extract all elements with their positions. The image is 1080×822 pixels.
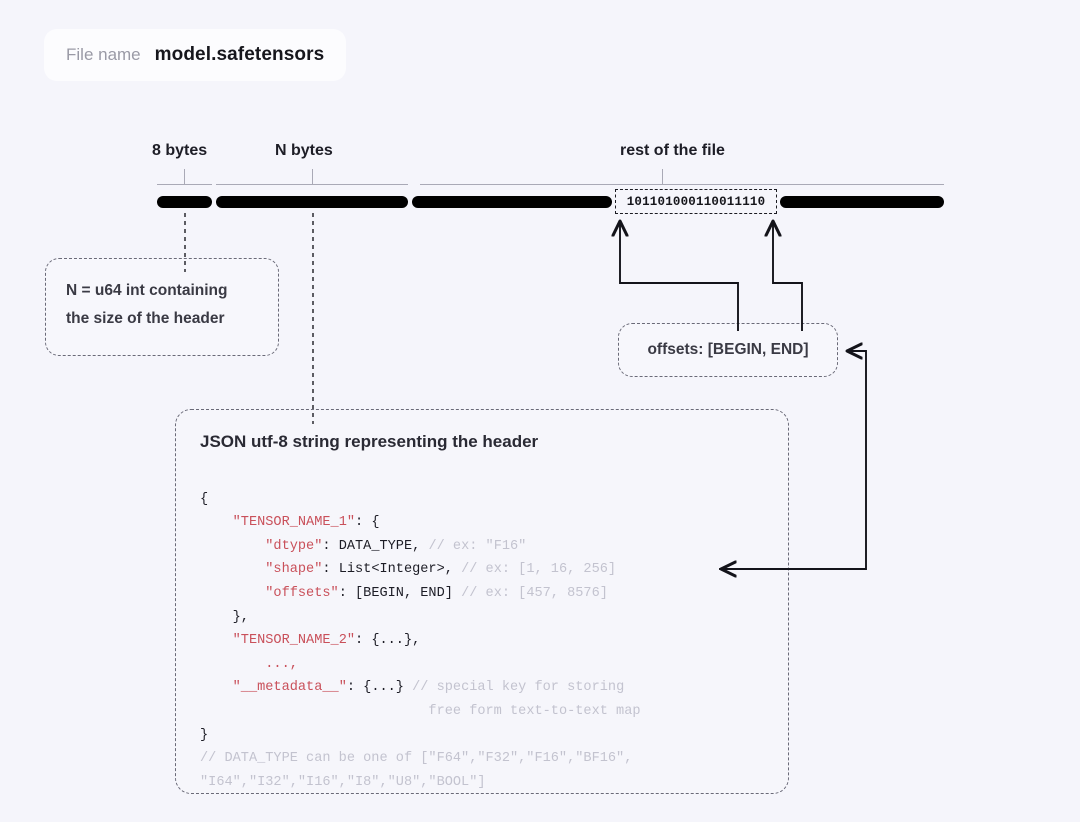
ruler-label-rest-of-file: rest of the file	[620, 142, 725, 159]
code-tensor2-rest: : {...},	[355, 633, 421, 649]
ruler-segment-8-bytes	[157, 184, 212, 185]
ruler-segment-n-bytes	[216, 184, 408, 185]
n-box-line-2: the size of the header	[66, 310, 225, 327]
n-box-line-1: N = u64 int containing	[66, 282, 228, 299]
code-datatype-comment-2: "I64","I32","I16","I8","U8","BOOL"]	[200, 774, 486, 790]
code-datatype-comment-1: // DATA_TYPE can be one of ["F64","F32",…	[200, 751, 633, 767]
byte-block-n-bytes	[216, 196, 408, 208]
code-key-tensor1: "TENSOR_NAME_1"	[232, 515, 356, 531]
ruler-label-n-bytes: N bytes	[275, 142, 333, 159]
code-shape-comment: // ex: [1, 16, 256]	[452, 562, 617, 578]
callout-offsets: offsets: [BEGIN, END]	[618, 323, 838, 377]
code-key-tensor2: "TENSOR_NAME_2"	[232, 633, 356, 649]
binary-sample-text: 101101000110011110	[626, 194, 766, 209]
offsets-box-text: offsets: [BEGIN, END]	[647, 341, 809, 358]
code-metadata-rest: : {...}	[346, 680, 404, 696]
code-key-offsets: "offsets"	[265, 585, 339, 601]
file-name-value: model.safetensors	[154, 44, 325, 65]
code-offsets-comment: // ex: [457, 8576]	[452, 585, 608, 601]
code-close-tensor1: },	[232, 609, 249, 625]
code-shape-val: : List<Integer>,	[322, 562, 453, 578]
ruler-segment-rest	[420, 184, 944, 185]
code-key-metadata: "__metadata__"	[232, 680, 347, 696]
callout-n-bytes-description: N = u64 int containing the size of the h…	[45, 258, 279, 356]
code-close-brace: }	[200, 727, 209, 743]
byte-block-rest-left	[412, 196, 612, 208]
code-ellipsis: ...,	[265, 656, 298, 672]
ruler-tick-8-bytes	[184, 169, 185, 184]
code-key-shape: "shape"	[265, 562, 323, 578]
binary-sample-cell: 101101000110011110	[615, 189, 777, 214]
json-code-block: { "TENSOR_NAME_1": { "dtype": DATA_TYPE,…	[200, 464, 788, 818]
json-box-title: JSON utf-8 string representing the heade…	[200, 432, 539, 451]
ruler-label-8-bytes: 8 bytes	[152, 142, 208, 159]
code-dtype-comment: // ex: "F16"	[420, 538, 527, 554]
arrow-offsets-end	[773, 222, 803, 331]
ruler-tick-rest	[662, 169, 663, 184]
file-name-chip: File name model.safetensors	[44, 29, 347, 81]
byte-block-8-bytes	[157, 196, 212, 208]
file-name-label: File name	[66, 45, 141, 64]
code-metadata-comment: // special key for storing	[403, 680, 625, 696]
code-line-open-brace: {	[200, 491, 209, 507]
code-key-dtype: "dtype"	[265, 538, 323, 554]
code-dtype-val: : DATA_TYPE,	[322, 538, 421, 554]
code-metadata-comment-2: free form text-to-text map	[428, 703, 641, 719]
json-header-box: JSON utf-8 string representing the heade…	[175, 409, 789, 794]
byte-block-rest-right	[780, 196, 944, 208]
code-offsets-val: : [BEGIN, END]	[338, 585, 453, 601]
code-tensor1-rest: : {	[355, 515, 380, 531]
arrow-offsets-begin	[620, 222, 739, 331]
ruler-tick-n-bytes	[312, 169, 313, 184]
